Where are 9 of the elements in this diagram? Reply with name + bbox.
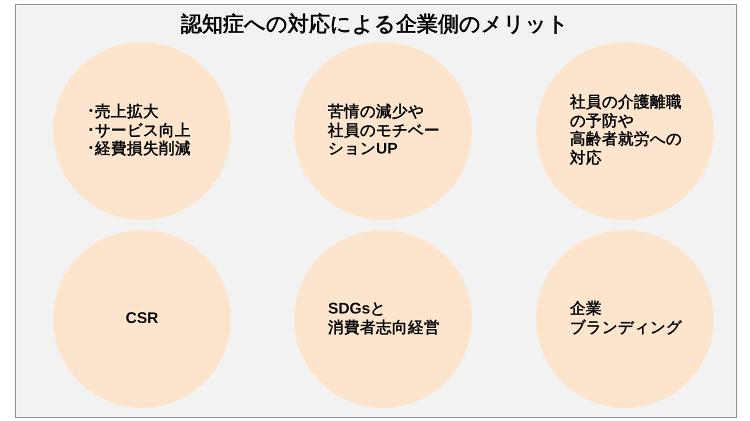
- node-text: 社員の介護離職の予防や高齢者就労への対応: [570, 94, 682, 168]
- node-text: 苦情の減少や社員のモチベーションUP: [328, 103, 440, 159]
- node-text: ･サービス向上: [87, 122, 191, 140]
- node-text: 企業ブランディング: [570, 300, 682, 338]
- node-text: SDGsと消費者志向経営: [328, 300, 440, 338]
- node-text: CSR: [126, 310, 158, 328]
- node-text: ･経費損失削減: [87, 140, 191, 159]
- node-text: ･売上拡大: [87, 103, 159, 122]
- title: 認知症への対応による企業側のメリット: [181, 12, 569, 38]
